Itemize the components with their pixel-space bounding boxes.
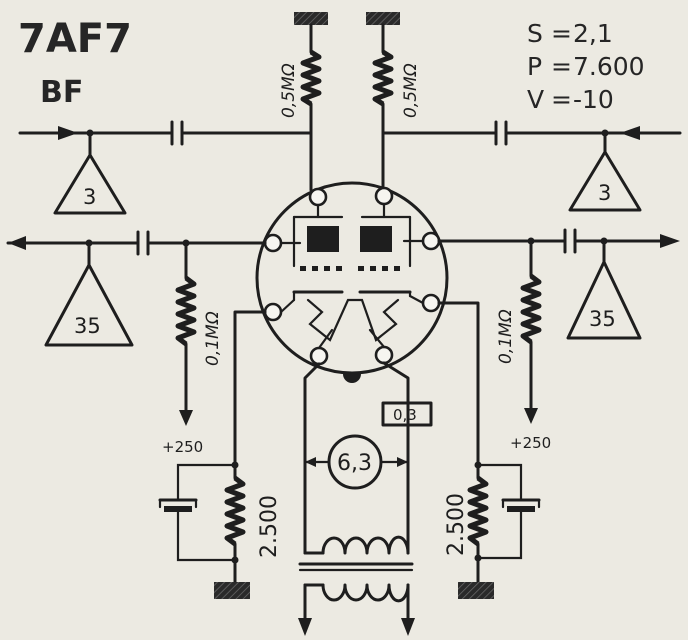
spec-s-eq: = [551,19,572,48]
spec-p-eq: = [551,52,572,81]
ground-bottom-left [214,582,250,599]
spec-s-value: 2,1 [573,19,613,48]
input-line-left [18,120,313,157]
ground-top-left [294,12,328,25]
tube-electrodes [279,202,425,383]
grid-resistor-left [175,241,197,426]
triangle-top-left-label: 3 [83,185,96,209]
triangle-bottom-right [566,260,642,340]
output-line-left [6,230,267,267]
plate-resistor-right [372,23,394,190]
plate-resistor-right-label: 0,5MΩ [401,63,421,118]
cathode-resistor-left-label: 2.500 [257,495,282,558]
plate-resistor-left [300,23,322,192]
spec-p-value: 7.600 [573,52,645,81]
heater-current-label: 0,3 [393,406,417,424]
spec-v-label: V [527,85,544,114]
triangle-top-left [53,153,127,215]
triangle-bottom-left-label: 35 [74,314,101,338]
cathode-circuit-left [158,310,267,584]
input-line-right [381,120,682,154]
triangle-top-right-label: 3 [598,181,611,205]
grid-resistor-left-label: 0,1MΩ [203,311,223,366]
spec-v-eq: = [551,85,572,114]
tube-pins [263,186,441,366]
output-line-right [437,228,680,264]
ground-bottom-right [458,582,494,599]
triangle-bottom-left [44,263,134,347]
grid-resistor-right-label: 0,1MΩ [496,309,516,364]
cathode-circuit-right [437,301,541,584]
triangle-bottom-right-label: 35 [589,307,616,331]
supply-left-label: +250 [162,438,203,456]
ground-top-right [366,12,400,25]
triangle-top-right [568,150,642,212]
heater-voltage-label: 6,3 [337,451,372,476]
spec-v-value: -10 [573,85,614,114]
heater-circuit [298,361,433,636]
spec-p-label: P [527,52,542,81]
cathode-resistor-right-label: 2.500 [444,493,469,556]
spec-s-label: S [527,19,543,48]
tube-envelope [255,181,449,375]
grid-resistor-right [520,239,542,424]
tube-type: 7AF7 [18,16,132,62]
plate-resistor-left-label: 0,5MΩ [279,63,299,118]
tube-mode: BF [40,75,83,110]
supply-right-label: +250 [510,434,551,452]
